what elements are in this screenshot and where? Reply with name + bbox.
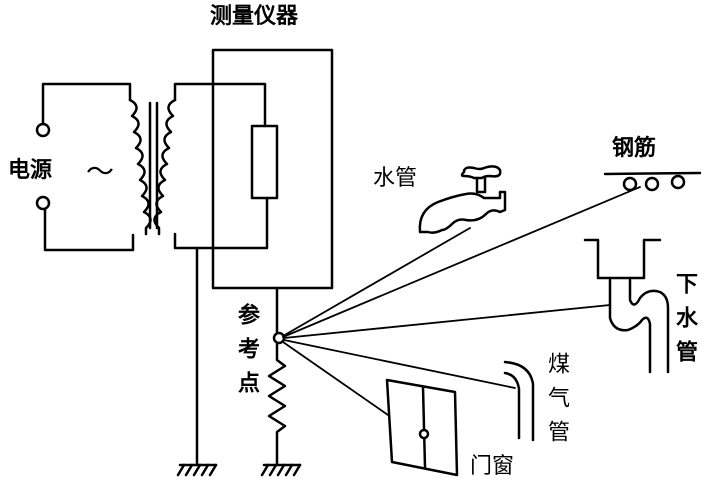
instrument-label: 测量仪器 <box>210 4 299 29</box>
reference-point-label: 参考点 <box>234 303 259 405</box>
water-pipe-label: 水管 <box>373 166 418 191</box>
drain-pipe-icon <box>583 238 670 374</box>
gas-pipe-label: 煤气管 <box>544 352 569 454</box>
door-window-label: 门窗 <box>470 454 515 479</box>
faucet-icon <box>418 165 507 234</box>
resistor-zigzag-icon <box>267 342 287 467</box>
resistor-icon <box>250 124 279 200</box>
power-source <box>35 82 135 252</box>
terminal-icon <box>35 122 51 138</box>
power-label: 电源 <box>8 158 53 183</box>
drain-pipe-label: 下水管 <box>672 272 697 374</box>
gas-pipe-icon <box>503 360 535 442</box>
ground-icon <box>176 463 218 477</box>
ac-symbol: ～ <box>86 155 115 188</box>
rebar-label: 钢筋 <box>612 136 657 161</box>
instrument-box <box>211 48 334 290</box>
ground-icon <box>260 463 302 477</box>
door-window-icon <box>385 378 459 477</box>
transformer-icon <box>128 82 279 250</box>
terminal-icon <box>35 195 51 211</box>
connection-lines <box>282 186 641 416</box>
rebar-icon <box>603 171 702 192</box>
